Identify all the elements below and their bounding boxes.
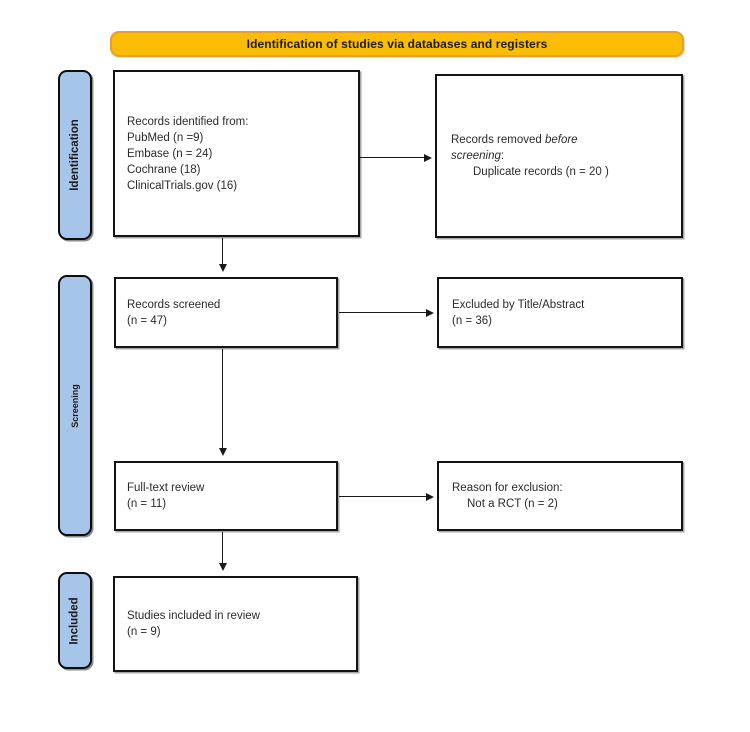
box-reason-for-exclusion: Reason for exclusion: Not a RCT (n = 2): [437, 461, 683, 531]
excluded-label: Excluded by Title/Abstract: [452, 298, 585, 311]
records-removed-line1: Records removed before: [451, 132, 681, 148]
records-screened-label: Records screened: [127, 298, 221, 311]
records-removed-line1-text: Records removed: [451, 134, 545, 146]
stage-label-included: Included: [58, 572, 92, 669]
stage-label-screening: Screening: [58, 275, 92, 536]
records-identified-cochrane: Cochrane (18): [127, 163, 201, 176]
fulltext-count: (n = 11): [127, 498, 167, 510]
reason-detail: Not a RCT (n = 2): [467, 498, 558, 510]
box-records-removed: Records removed before screening: Duplic…: [435, 74, 683, 238]
box-records-identified: Records identified from: PubMed (n =9) E…: [113, 70, 360, 237]
arrow-screened-to-excluded: [339, 308, 434, 317]
box-full-text-review: Full-text review (n = 11): [114, 461, 338, 531]
arrow-fulltext-to-included: [218, 532, 227, 571]
records-identified-clinicaltrials: ClinicalTrials.gov (16): [127, 179, 238, 192]
box-studies-included: Studies included in review (n = 9): [113, 576, 358, 672]
fulltext-label: Full-text review: [127, 482, 205, 494]
arrow-identified-to-screened: [218, 238, 227, 272]
box-excluded-title-abstract: Excluded by Title/Abstract (n = 36): [437, 277, 683, 348]
studies-included-label: Studies included in review: [127, 610, 260, 622]
records-removed-duplicates: Duplicate records (n = 20 ): [473, 166, 609, 178]
stage-label-included-text: Included: [69, 596, 81, 645]
records-identified-embase: Embase (n = 24): [127, 147, 213, 160]
arrow-screened-to-fulltext: [218, 349, 227, 456]
records-removed-line2-italic: screening: [451, 150, 501, 162]
records-removed-line2-text: :: [500, 150, 505, 162]
box-records-screened: Records screened (n = 47): [114, 277, 338, 348]
arrow-identified-to-removed: [359, 153, 432, 162]
stage-label-screening-text: Screening: [70, 383, 81, 428]
excluded-count: (n = 36): [452, 314, 492, 327]
diagram-title-banner: Identification of studies via databases …: [110, 31, 684, 57]
records-screened-count: (n = 47): [127, 314, 167, 327]
records-removed-line2: screening:: [451, 148, 681, 164]
arrow-fulltext-to-reason: [339, 492, 434, 501]
records-identified-pubmed: PubMed (n =9): [127, 131, 204, 144]
records-identified-heading: Records identified from:: [127, 115, 249, 128]
studies-included-count: (n = 9): [127, 626, 161, 638]
reason-label: Reason for exclusion:: [452, 482, 563, 494]
records-removed-line1-italic: before: [544, 134, 578, 146]
diagram-title: Identification of studies via databases …: [246, 37, 548, 51]
stage-label-identification-text: Identification: [69, 119, 81, 191]
stage-label-identification: Identification: [58, 70, 92, 240]
